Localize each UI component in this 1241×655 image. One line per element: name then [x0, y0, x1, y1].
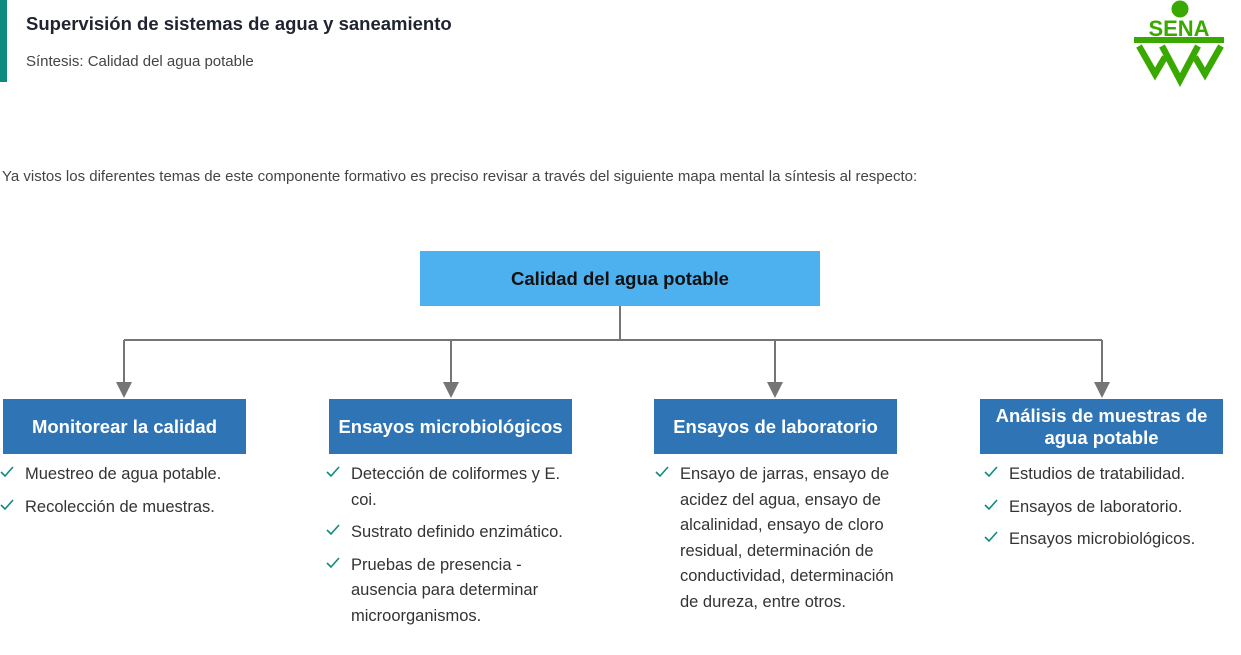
branch-node-ensayos-microbiologicos: Ensayos microbiológicos	[329, 399, 572, 454]
header-accent-bar	[0, 0, 7, 82]
list-item-text: Estudios de tratabilidad.	[1009, 465, 1186, 483]
check-icon	[0, 466, 14, 478]
mindmap-root-node: Calidad del agua potable	[420, 251, 820, 306]
list-item-text: Recolección de muestras.	[25, 497, 215, 516]
check-icon	[655, 466, 669, 478]
check-icon	[984, 466, 998, 478]
list-item: Ensayo de jarras, ensayo de acidez del a…	[655, 462, 905, 615]
list-item-text: Sustrato definido enzimático.	[351, 523, 563, 541]
branch-list-ensayos-laboratorio: Ensayo de jarras, ensayo de acidez del a…	[655, 462, 905, 622]
list-item: Detección de coliformes y E. coi.	[326, 462, 586, 513]
list-item: Estudios de tratabilidad.	[984, 462, 1239, 488]
check-icon	[0, 498, 14, 510]
list-item-text: Muestreo de agua potable.	[25, 465, 222, 483]
branch-list-ensayos-microbiologicos: Detección de coliformes y E. coi. Sustra…	[326, 462, 586, 636]
list-item-text: Ensayos microbiológicos.	[1009, 530, 1196, 548]
list-item-text: Detección de coliformes y E. coi.	[351, 465, 561, 509]
branch-list-monitorear-calidad: Muestreo de agua potable. Recolección de…	[0, 462, 300, 527]
branch-node-monitorear-calidad: Monitorear la calidad	[3, 399, 246, 454]
check-icon	[326, 466, 340, 478]
branch-node-analisis-muestras: Análisis de muestras de agua potable	[980, 399, 1223, 454]
page-title: Supervisión de sistemas de agua y saneam…	[26, 13, 452, 34]
list-item: Pruebas de presencia - ausencia para det…	[326, 553, 586, 630]
list-item-text: Pruebas de presencia - ausencia para det…	[351, 555, 539, 625]
check-icon	[984, 498, 998, 510]
list-item: Recolección de muestras.	[0, 495, 300, 521]
list-item: Muestreo de agua potable.	[0, 462, 300, 488]
check-icon	[326, 524, 340, 536]
list-item-text: Ensayos de laboratorio.	[1009, 497, 1183, 516]
sena-logo: SENA	[1134, 0, 1224, 87]
list-item: Ensayos de laboratorio.	[984, 495, 1239, 521]
list-item-text: Ensayo de jarras, ensayo de acidez del a…	[680, 465, 894, 611]
page-subtitle: Síntesis: Calidad del agua potable	[26, 53, 254, 70]
intro-text: Ya vistos los diferentes temas de este c…	[2, 168, 918, 185]
check-icon	[326, 556, 340, 568]
logo-text: SENA	[1148, 16, 1209, 41]
check-icon	[984, 531, 998, 543]
branch-list-analisis-muestras: Estudios de tratabilidad. Ensayos de lab…	[984, 462, 1239, 560]
branch-node-ensayos-laboratorio: Ensayos de laboratorio	[654, 399, 897, 454]
list-item: Sustrato definido enzimático.	[326, 520, 586, 546]
list-item: Ensayos microbiológicos.	[984, 527, 1239, 553]
